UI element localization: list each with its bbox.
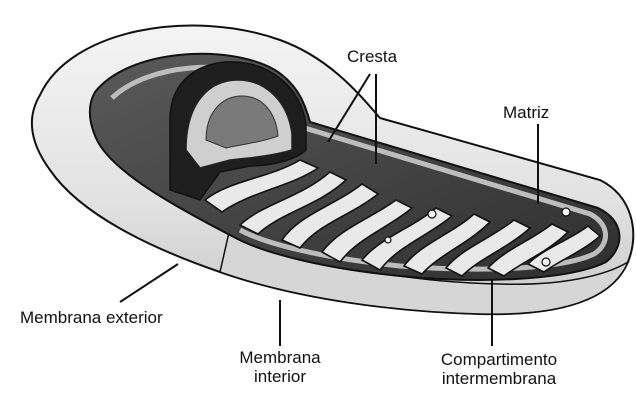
label-membrana-interior-line1: Membrana (226, 348, 334, 367)
leader-membrana-exterior (120, 264, 178, 302)
label-compartimento-line2: intermembrana (424, 369, 574, 388)
label-compartimento-line1: Compartimento (424, 350, 574, 369)
label-membrana-exterior: Membrana exterior (20, 308, 163, 327)
label-matriz: Matriz (503, 103, 549, 122)
label-membrana-interior-line2: interior (226, 367, 334, 386)
label-compartimento-intermembrana: Compartimento intermembrana (424, 350, 574, 388)
label-cresta: Cresta (347, 47, 397, 66)
label-membrana-interior: Membrana interior (226, 348, 334, 386)
